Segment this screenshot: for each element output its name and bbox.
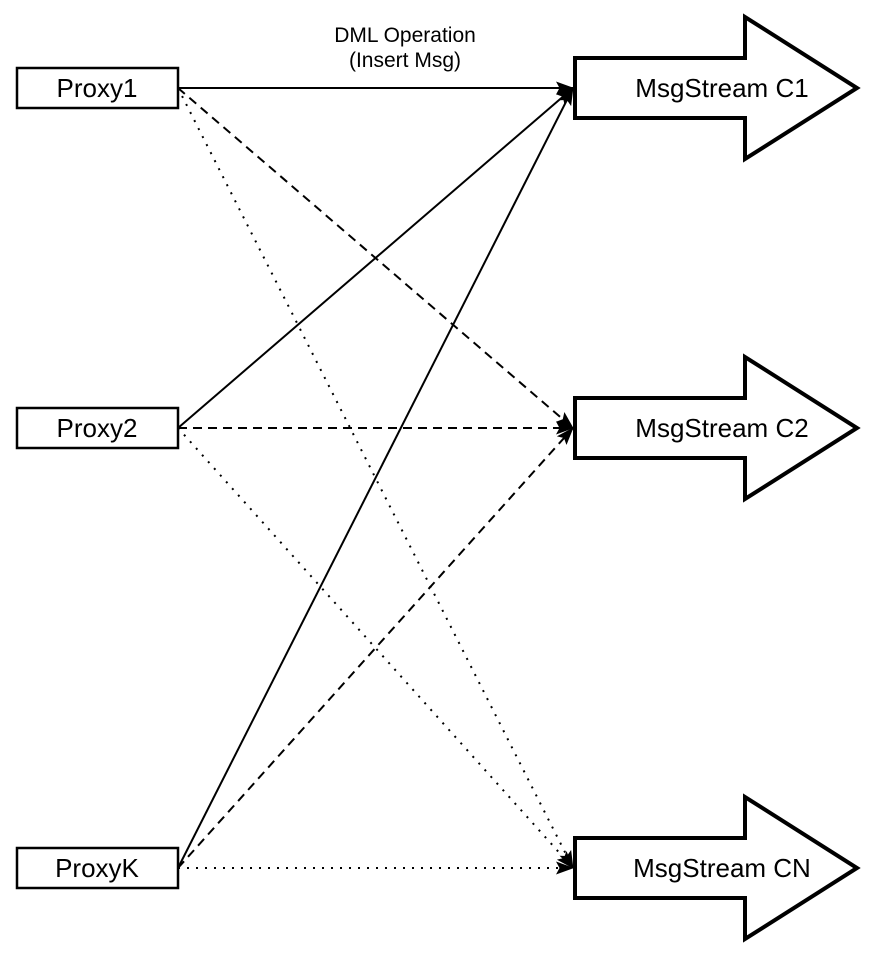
proxy1-box (15, 66, 180, 110)
proxyk-box (15, 846, 180, 890)
proxy1-label: Proxy1 (57, 73, 138, 103)
connection-proxyk-c1 (177, 87, 574, 869)
proxy2-label: Proxy2 (57, 413, 138, 443)
stream-node-cn: MsgStream CN (573, 793, 861, 943)
diagram-title-line2: (Insert Msg) (349, 49, 461, 72)
connection-proxy1-c2 (177, 87, 574, 429)
proxy-node-proxy2: Proxy2 (15, 406, 180, 450)
c2-arrow-shape (573, 353, 861, 503)
c1-label: MsgStream C1 (635, 73, 808, 103)
stream-node-c1: MsgStream C1 (573, 13, 861, 163)
diagram-title-line1: DML Operation (334, 24, 476, 47)
proxyk-label: ProxyK (55, 853, 139, 883)
connections-layer (177, 81, 574, 875)
connection-proxy1-cn (177, 87, 574, 869)
connection-proxyk-c2 (177, 427, 574, 869)
c1-arrow-shape (573, 13, 861, 163)
cn-label: MsgStream CN (633, 853, 811, 883)
proxy-node-proxyk: ProxyK (15, 846, 180, 890)
stream-node-c2: MsgStream C2 (573, 353, 861, 503)
proxy2-box (15, 406, 180, 450)
cn-arrow-shape (573, 793, 861, 943)
proxy-node-proxy1: Proxy1 (15, 66, 180, 110)
c2-label: MsgStream C2 (635, 413, 808, 443)
